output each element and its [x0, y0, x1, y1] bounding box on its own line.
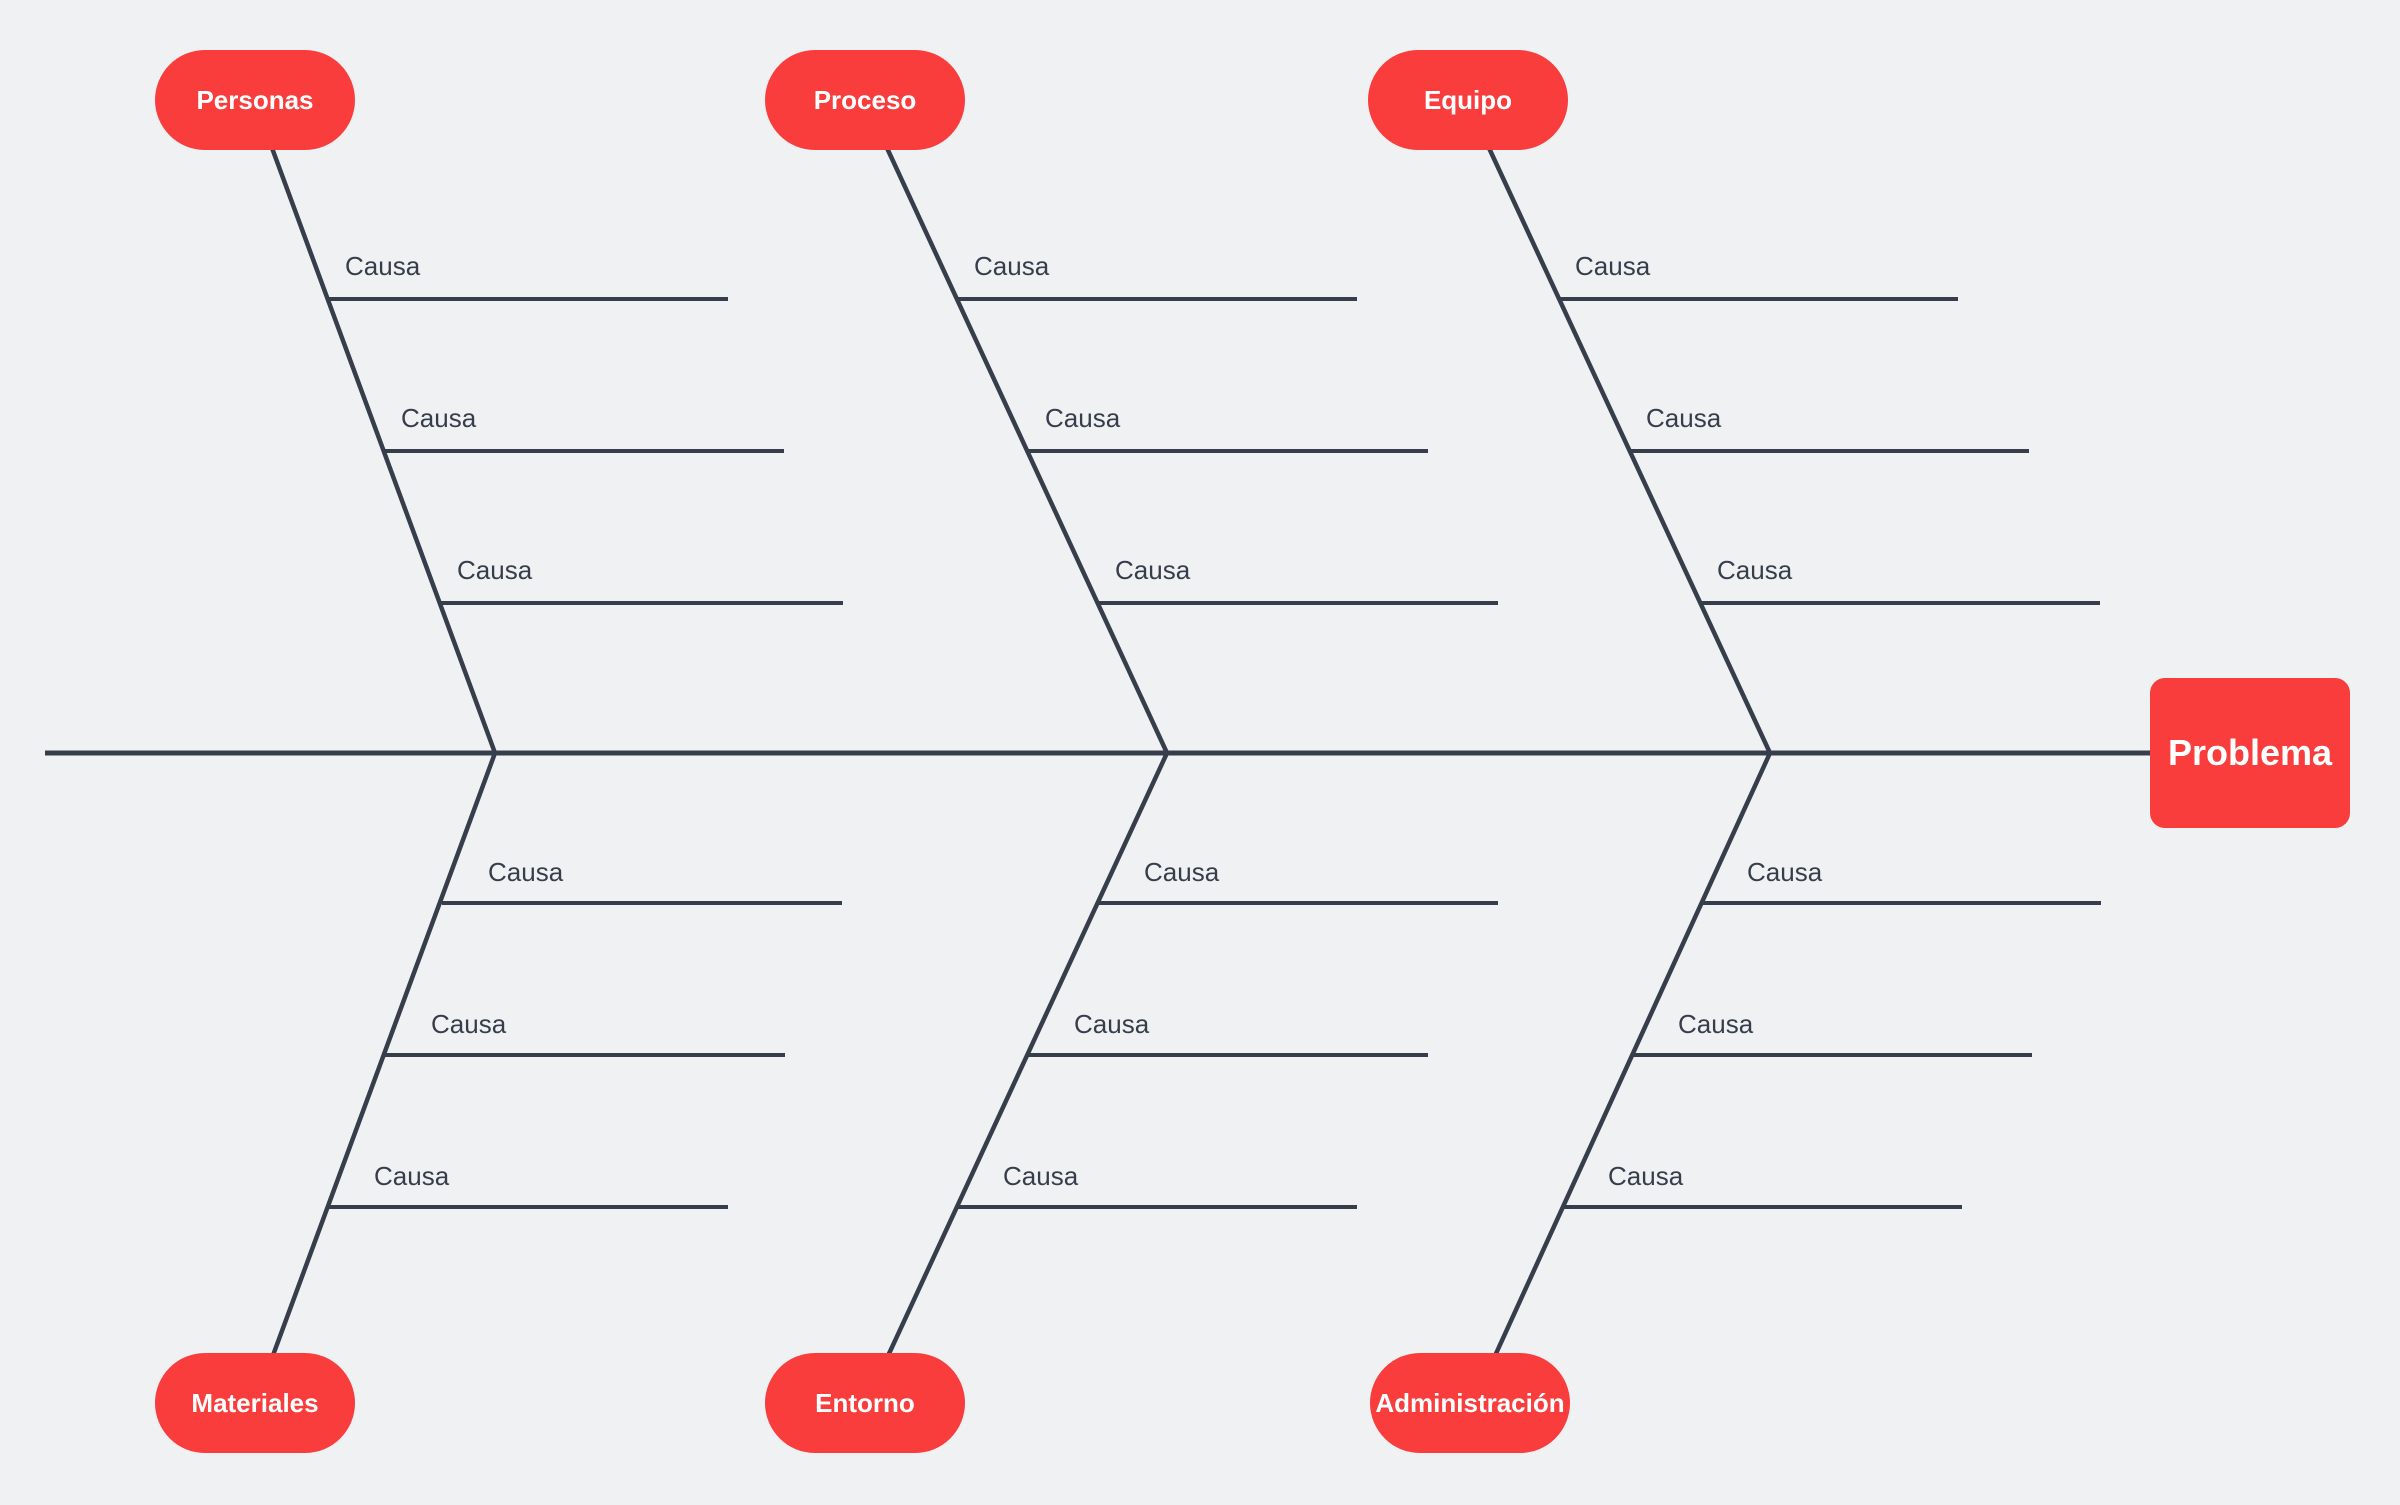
category-node-administracion[interactable]: Administración: [1370, 1353, 1570, 1453]
cause-label[interactable]: Causa: [457, 555, 533, 585]
cause-label[interactable]: Causa: [1045, 403, 1121, 433]
problem-node[interactable]: Problema: [2150, 678, 2350, 828]
cause-label[interactable]: Causa: [345, 251, 421, 281]
category-node-proceso[interactable]: Proceso: [765, 50, 965, 150]
category-node-entorno[interactable]: Entorno: [765, 1353, 965, 1453]
bone-materiales: [269, 752, 498, 1359]
cause-label[interactable]: Causa: [431, 1009, 507, 1039]
bone-personas: [269, 147, 498, 754]
category-label: Materiales: [191, 1387, 319, 1418]
category-label: Proceso: [813, 84, 917, 115]
bone-entorno: [884, 752, 1170, 1359]
category-label: Administración: [1375, 1387, 1565, 1418]
category-node-equipo[interactable]: Equipo: [1368, 50, 1568, 150]
cause-label[interactable]: Causa: [401, 403, 477, 433]
cause-label[interactable]: Causa: [1074, 1009, 1150, 1039]
cause-label[interactable]: Causa: [1003, 1161, 1079, 1191]
cause-label[interactable]: Causa: [1144, 857, 1220, 887]
cause-label[interactable]: Causa: [1575, 251, 1651, 281]
bone-proceso: [884, 147, 1170, 754]
problem-label: Problema: [2167, 732, 2333, 773]
cause-label[interactable]: Causa: [1115, 555, 1191, 585]
cause-label[interactable]: Causa: [974, 251, 1050, 281]
cause-label[interactable]: Causa: [374, 1161, 450, 1191]
category-label: Equipo: [1423, 84, 1513, 115]
cause-label[interactable]: Causa: [1717, 555, 1793, 585]
category-label: Personas: [196, 84, 314, 115]
cause-label[interactable]: Causa: [1678, 1009, 1754, 1039]
category-node-personas[interactable]: Personas: [155, 50, 355, 150]
cause-label[interactable]: Causa: [1747, 857, 1823, 887]
cause-label[interactable]: Causa: [1646, 403, 1722, 433]
category-label: Entorno: [815, 1387, 915, 1418]
cause-label[interactable]: Causa: [488, 857, 564, 887]
cause-label[interactable]: Causa: [1608, 1161, 1684, 1191]
category-node-materiales[interactable]: Materiales: [155, 1353, 355, 1453]
